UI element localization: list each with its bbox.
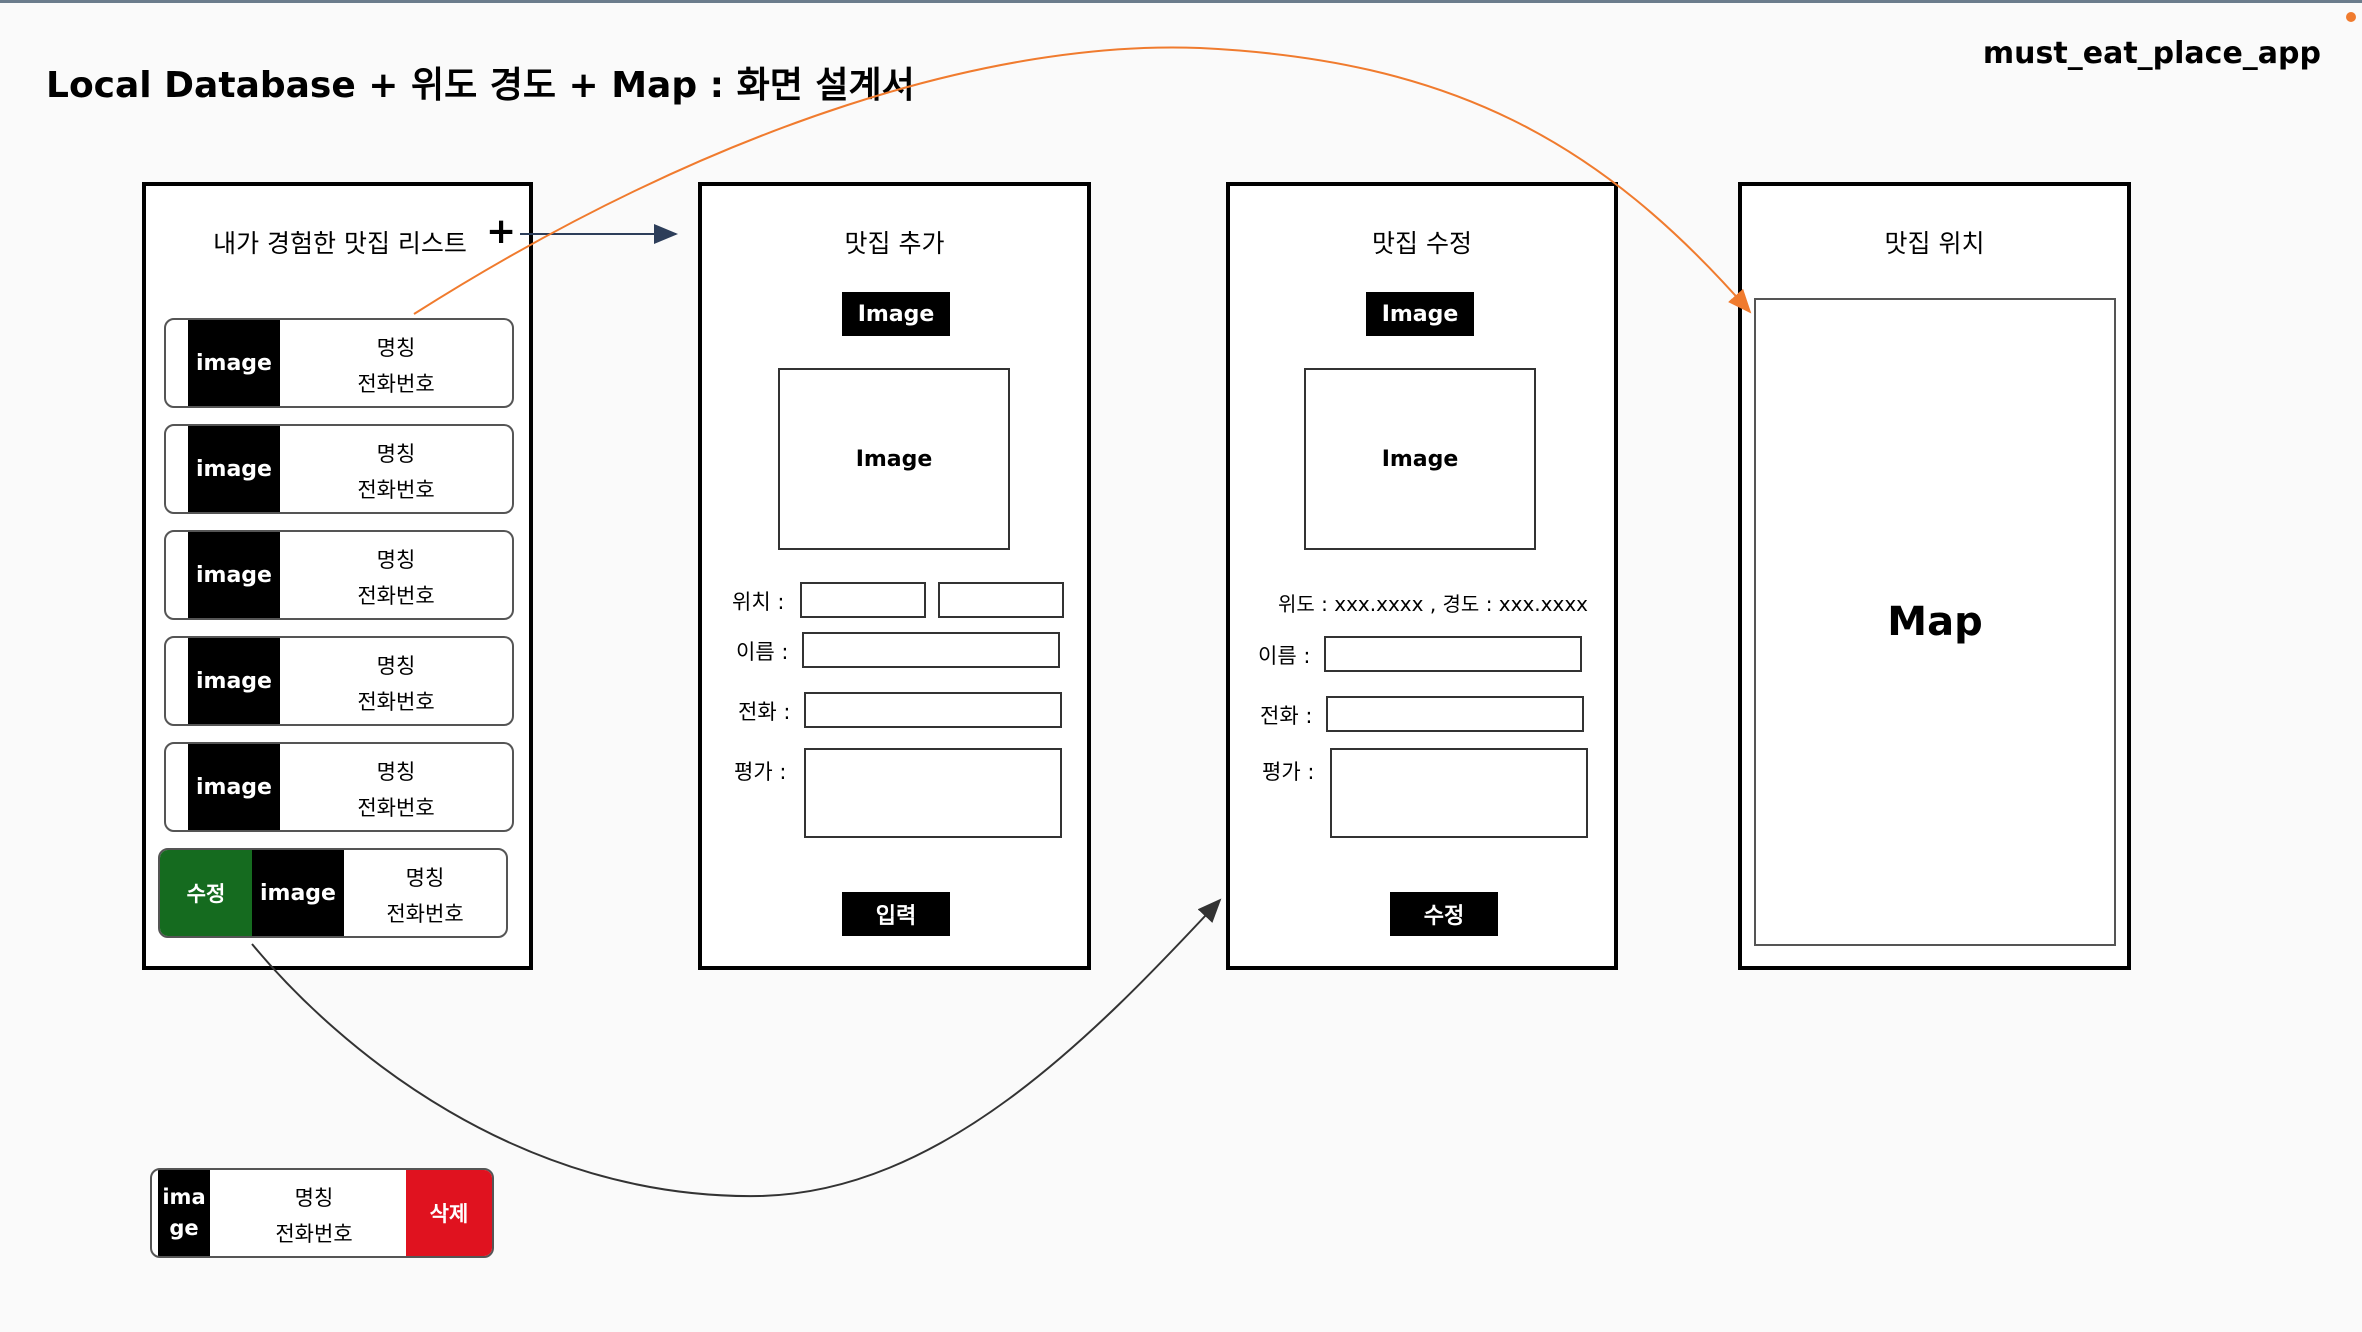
swiped-delete-item[interactable]: image 명칭 전화번호 삭제: [150, 1168, 494, 1258]
item-image: image: [188, 532, 280, 618]
item-name: 명칭: [405, 866, 445, 890]
item-phone: 전화번호: [386, 902, 464, 926]
item-image: image: [188, 744, 280, 830]
location-label: 위치 :: [732, 590, 785, 614]
add-screen: 맛집 추가 Image Image 위치 : 이름 : 전화 : 평가 : 입력: [698, 182, 1091, 970]
swipe-edit-button[interactable]: 수정: [160, 850, 252, 936]
page-title: Local Database + 위도 경도 + Map : 화면 설계서: [46, 65, 915, 106]
item-image: image: [188, 426, 280, 512]
review-textarea[interactable]: [1330, 748, 1588, 838]
map-screen-title: 맛집 위치: [1884, 229, 1985, 258]
add-screen-title: 맛집 추가: [844, 229, 945, 258]
item-name: 명칭: [376, 548, 416, 572]
review-label: 평가 :: [1262, 760, 1315, 784]
item-name: 명칭: [376, 760, 416, 784]
swipe-delete-button[interactable]: 삭제: [406, 1170, 492, 1256]
list-item[interactable]: image 명칭 전화번호: [164, 318, 514, 408]
item-phone: 전화번호: [357, 690, 435, 714]
coordinates-text: 위도 : xxx.xxxx , 경도 : xxx.xxxx: [1278, 592, 1588, 616]
map-label: Map: [1887, 599, 1983, 645]
item-name: 명칭: [294, 1186, 334, 1210]
name-input[interactable]: [802, 632, 1060, 668]
phone-input[interactable]: [1326, 696, 1584, 732]
app-name: must_eat_place_app: [1982, 36, 2321, 71]
longitude-input[interactable]: [938, 582, 1064, 618]
item-phone: 전화번호: [357, 796, 435, 820]
item-phone: 전화번호: [357, 584, 435, 608]
item-image: image: [188, 320, 280, 406]
list-screen: 내가 경험한 맛집 리스트 + image 명칭 전화번호 image 명칭 전…: [142, 182, 533, 970]
item-phone: 전화번호: [275, 1222, 353, 1246]
list-screen-title: 내가 경험한 맛집 리스트: [213, 229, 467, 258]
item-name: 명칭: [376, 654, 416, 678]
list-item[interactable]: image 명칭 전화번호: [164, 530, 514, 620]
edit-image-preview: Image: [1304, 368, 1536, 550]
update-button[interactable]: 수정: [1390, 892, 1498, 936]
list-item[interactable]: image 명칭 전화번호: [164, 424, 514, 514]
item-name: 명칭: [376, 442, 416, 466]
list-item[interactable]: image 명칭 전화번호: [164, 742, 514, 832]
map-view[interactable]: Map: [1754, 298, 2116, 946]
item-name: 명칭: [376, 336, 416, 360]
map-screen: 맛집 위치 Map: [1738, 182, 2131, 970]
item-image: image: [158, 1170, 210, 1256]
edit-image-button[interactable]: Image: [1366, 292, 1474, 336]
phone-label: 전화 :: [738, 700, 791, 724]
item-image: image: [252, 850, 344, 936]
item-phone: 전화번호: [357, 478, 435, 502]
add-button[interactable]: +: [486, 211, 517, 252]
top-border-line: [0, 0, 2362, 3]
swiped-list-item[interactable]: 수정 image 명칭 전화번호: [158, 848, 508, 938]
add-image-preview: Image: [778, 368, 1010, 550]
phone-label: 전화 :: [1260, 704, 1313, 728]
status-dot: [2346, 12, 2356, 22]
item-image: image: [188, 638, 280, 724]
name-label: 이름 :: [1258, 644, 1311, 668]
item-phone: 전화번호: [357, 372, 435, 396]
edit-screen: 맛집 수정 Image Image 위도 : xxx.xxxx , 경도 : x…: [1226, 182, 1618, 970]
edit-screen-title: 맛집 수정: [1372, 229, 1472, 258]
name-label: 이름 :: [736, 640, 789, 664]
review-textarea[interactable]: [804, 748, 1062, 838]
add-image-button[interactable]: Image: [842, 292, 950, 336]
phone-input[interactable]: [804, 692, 1062, 728]
name-input[interactable]: [1324, 636, 1582, 672]
list-item[interactable]: image 명칭 전화번호: [164, 636, 514, 726]
submit-button[interactable]: 입력: [842, 892, 950, 936]
review-label: 평가 :: [734, 760, 787, 784]
latitude-input[interactable]: [800, 582, 926, 618]
